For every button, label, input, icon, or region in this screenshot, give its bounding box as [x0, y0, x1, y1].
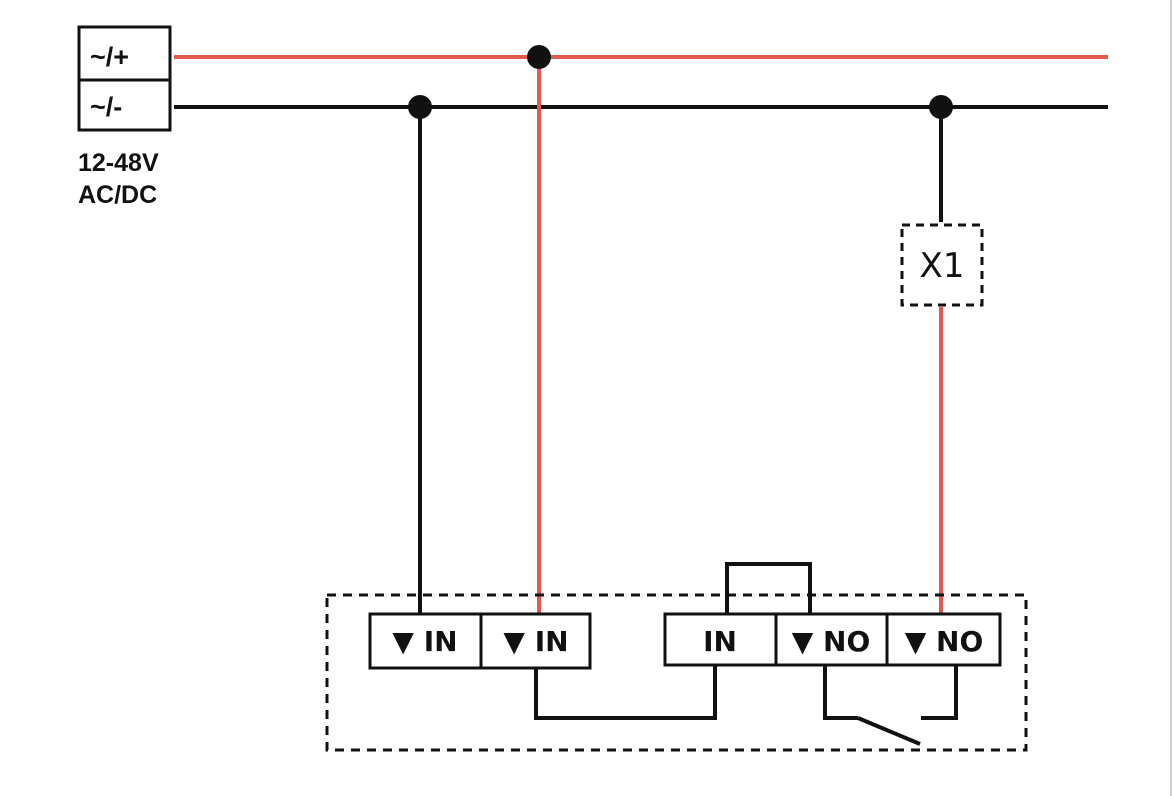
- jumper-bridge: [725, 562, 812, 614]
- supply-terminal-plus-label: ~/+: [90, 42, 129, 72]
- terminal-box-5: [885, 612, 1002, 667]
- junction-dot-positive: [527, 45, 551, 69]
- terminal-box-2: [479, 612, 592, 670]
- supply-type-label: AC/DC: [78, 181, 157, 209]
- relay-contact-right-wire: [921, 665, 958, 720]
- supply-terminal-minus-box: [77, 78, 172, 132]
- module-enclosure: [325, 593, 1028, 752]
- supply-voltage-label: 12-48V: [78, 149, 159, 177]
- relay-contact-left-wire: [823, 665, 858, 720]
- supply-terminal-block: ~/+ ~/-: [77, 25, 172, 132]
- terminal-box-3: [663, 612, 778, 667]
- terminal-label-3: IN: [703, 625, 737, 658]
- module-terminals: ▼ IN ▼ IN IN ▼ NO ▼ NO: [368, 612, 1002, 670]
- terminal-label-4: ▼ NO: [792, 625, 871, 658]
- junction-dot-negative-right: [929, 95, 953, 119]
- load-label: X1: [920, 246, 965, 286]
- load-box: [900, 223, 984, 307]
- terminal-label-5: ▼ NO: [905, 625, 984, 658]
- internal-input-link-wire: [534, 665, 717, 720]
- terminal-label-1: ▼ IN: [392, 625, 457, 658]
- terminal-label-2: ▼ IN: [503, 625, 568, 658]
- terminal-box-4: [774, 612, 889, 667]
- supply-terminal-minus-label: ~/-: [90, 92, 122, 122]
- junction-dot-negative-left: [408, 95, 432, 119]
- relay-switch-contact: [857, 716, 921, 746]
